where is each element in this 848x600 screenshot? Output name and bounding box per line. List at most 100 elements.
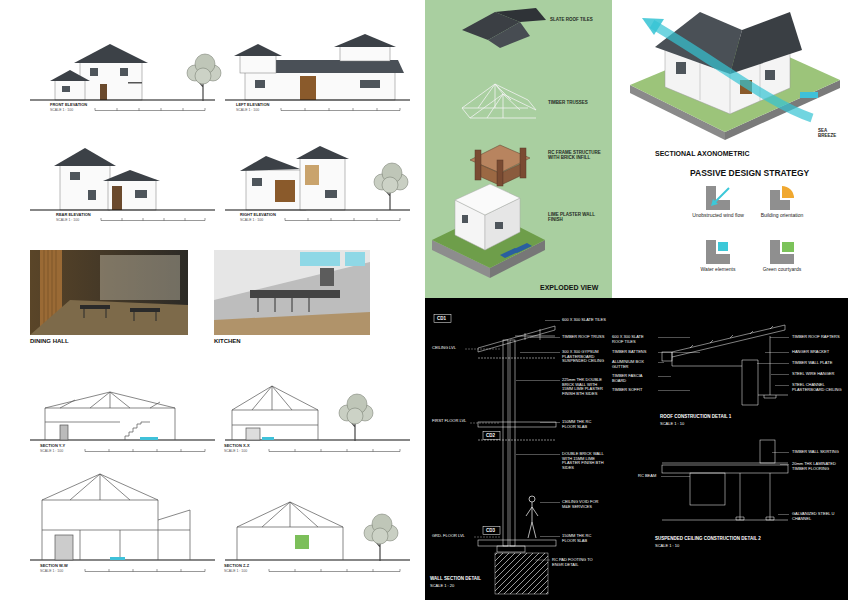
- wall-section-drawing: [497, 546, 525, 552]
- view-label: LEFT ELEVATION: [236, 103, 306, 108]
- roof-detail-drawing: [662, 325, 788, 405]
- callout-code: CD2: [486, 433, 502, 438]
- detail-panel: [425, 298, 848, 600]
- front-elevation: [62, 86, 70, 92]
- view-label: SECTION Y-Y: [40, 444, 100, 449]
- kitchen-render: [214, 250, 370, 300]
- level-label: GRD. FLOOR LVL: [432, 534, 476, 539]
- roof-detail-drawing: [690, 326, 773, 348]
- annotation: RC PAD FOOTING TO ENGR DETAIL: [552, 558, 602, 567]
- strategy-icon: [706, 240, 730, 264]
- section-drawing: [42, 474, 190, 560]
- sea-breeze-arrow: [642, 18, 664, 35]
- ground-line: [225, 209, 410, 210]
- left-elevation: [360, 80, 380, 88]
- kitchen-render: [300, 252, 340, 266]
- strategy-icon: [718, 242, 728, 251]
- rear-elevation: [135, 190, 147, 198]
- right-elevation: [246, 170, 306, 210]
- kitchen-render: [258, 298, 309, 312]
- axonometric-house: [630, 12, 840, 140]
- annotation: SCALE 1 : 20: [430, 584, 480, 589]
- section-drawing: [232, 386, 318, 425]
- front-elevation: [50, 44, 148, 100]
- annotation: GALVANIZED STEEL U CHANNEL: [792, 512, 842, 521]
- water-element: [262, 437, 274, 440]
- rear-elevation: [70, 172, 80, 180]
- ground-line: [30, 439, 215, 440]
- panel-title: PASSIVE DESIGN STRATEGY: [690, 169, 840, 179]
- scale-bar: [101, 218, 205, 221]
- kitchen-render: [214, 250, 370, 335]
- scale-note: SCALE 1 : 100: [40, 569, 90, 573]
- annotation: STEEL CHANNEL PLASTERBOARD CEILING: [792, 383, 842, 392]
- level-label: FIRST FLOOR LVL: [432, 419, 476, 424]
- level-line: [465, 349, 500, 537]
- strategy-caption: Unobstructed wind flow: [688, 213, 748, 219]
- roof-detail-drawing: [672, 325, 785, 357]
- strategy-icon: [714, 188, 729, 203]
- ground-hatch: [495, 553, 548, 594]
- annotation: CEILING VOID FOR M&E SERVICES: [562, 500, 606, 509]
- material-label: SLATE ROOF TILES: [550, 17, 608, 22]
- annotation: HANGER BRACKET: [792, 350, 842, 355]
- ceiling-detail-drawing: [690, 473, 725, 505]
- leader-line: [516, 321, 560, 561]
- annotation: TIMBER FASCIA BOARD: [612, 374, 656, 383]
- wall-section-drawing: [510, 340, 515, 546]
- left-elevation: [340, 46, 390, 61]
- dining-hall-render: [84, 309, 156, 321]
- tree-symbol: [187, 54, 408, 561]
- annotation: TIMBER WALL PLATE: [792, 361, 842, 366]
- slate-roof-layer: [488, 22, 530, 48]
- rear-elevation: [88, 190, 96, 200]
- timber-truss-layer: [470, 94, 536, 118]
- wall-section-drawing: [503, 340, 508, 546]
- axonometric-house: [800, 92, 818, 98]
- annotation: TIMBER ROOF RAFTERS: [792, 335, 842, 340]
- front-elevation: [90, 68, 98, 76]
- sea-breeze-arrow: [652, 24, 812, 118]
- scale-note: SCALE 1 : 100: [50, 108, 100, 112]
- panel-title: EXPLODED VIEW: [540, 284, 610, 292]
- scale-bar: [85, 449, 205, 452]
- annotation: 150MM THK RC FLOOR SLAB: [562, 534, 606, 543]
- view-label: RIGHT ELEVATION: [240, 213, 310, 218]
- render-view: KITCHEN: [214, 250, 370, 347]
- leader-line: [658, 338, 700, 391]
- axonometric-house: [655, 12, 742, 74]
- annotation: DOUBLE BRICK WALL WITH 15MM LIME PLASTER…: [562, 452, 606, 470]
- section-drawing: [45, 422, 120, 423]
- scale-note: SCALE 1 : 100: [224, 449, 274, 453]
- water-element: [110, 557, 125, 560]
- rc-frame-layer: [503, 164, 520, 184]
- kitchen-render: [214, 312, 370, 335]
- annotation: TIMBER BATTENS: [612, 350, 656, 355]
- annotation: TIMBER ROOF TRUSS: [562, 335, 606, 340]
- left-elevation: [255, 80, 265, 88]
- render-view: DINING HALL: [30, 250, 188, 347]
- view-label: SECTION X-X: [224, 444, 284, 449]
- strategy-icon: [782, 242, 794, 252]
- view-label: REAR ELEVATION: [56, 213, 126, 218]
- right-elevation: [296, 146, 349, 159]
- wall-section-drawing: [478, 358, 556, 359]
- strategy-icon: [770, 240, 794, 264]
- left-elevation: [240, 55, 276, 73]
- person-figure: [526, 502, 538, 538]
- material-label: RC FRAME STRUCTURE WITH BRICK INFILL: [548, 150, 608, 160]
- timber-truss-layer: [462, 84, 528, 108]
- left-elevation: [234, 34, 404, 100]
- timber-truss-layer: [462, 84, 536, 118]
- level-line: [465, 349, 500, 537]
- tree-symbol: [374, 163, 408, 210]
- front-elevation: [55, 80, 85, 100]
- strategy-icon: Building orientation: [752, 186, 812, 221]
- roof-detail-drawing: [662, 352, 672, 361]
- detail-title: ROOF CONSTRUCTION DETAIL 1: [660, 414, 770, 419]
- scale-bar: [281, 108, 400, 111]
- left-elevation: [245, 72, 395, 100]
